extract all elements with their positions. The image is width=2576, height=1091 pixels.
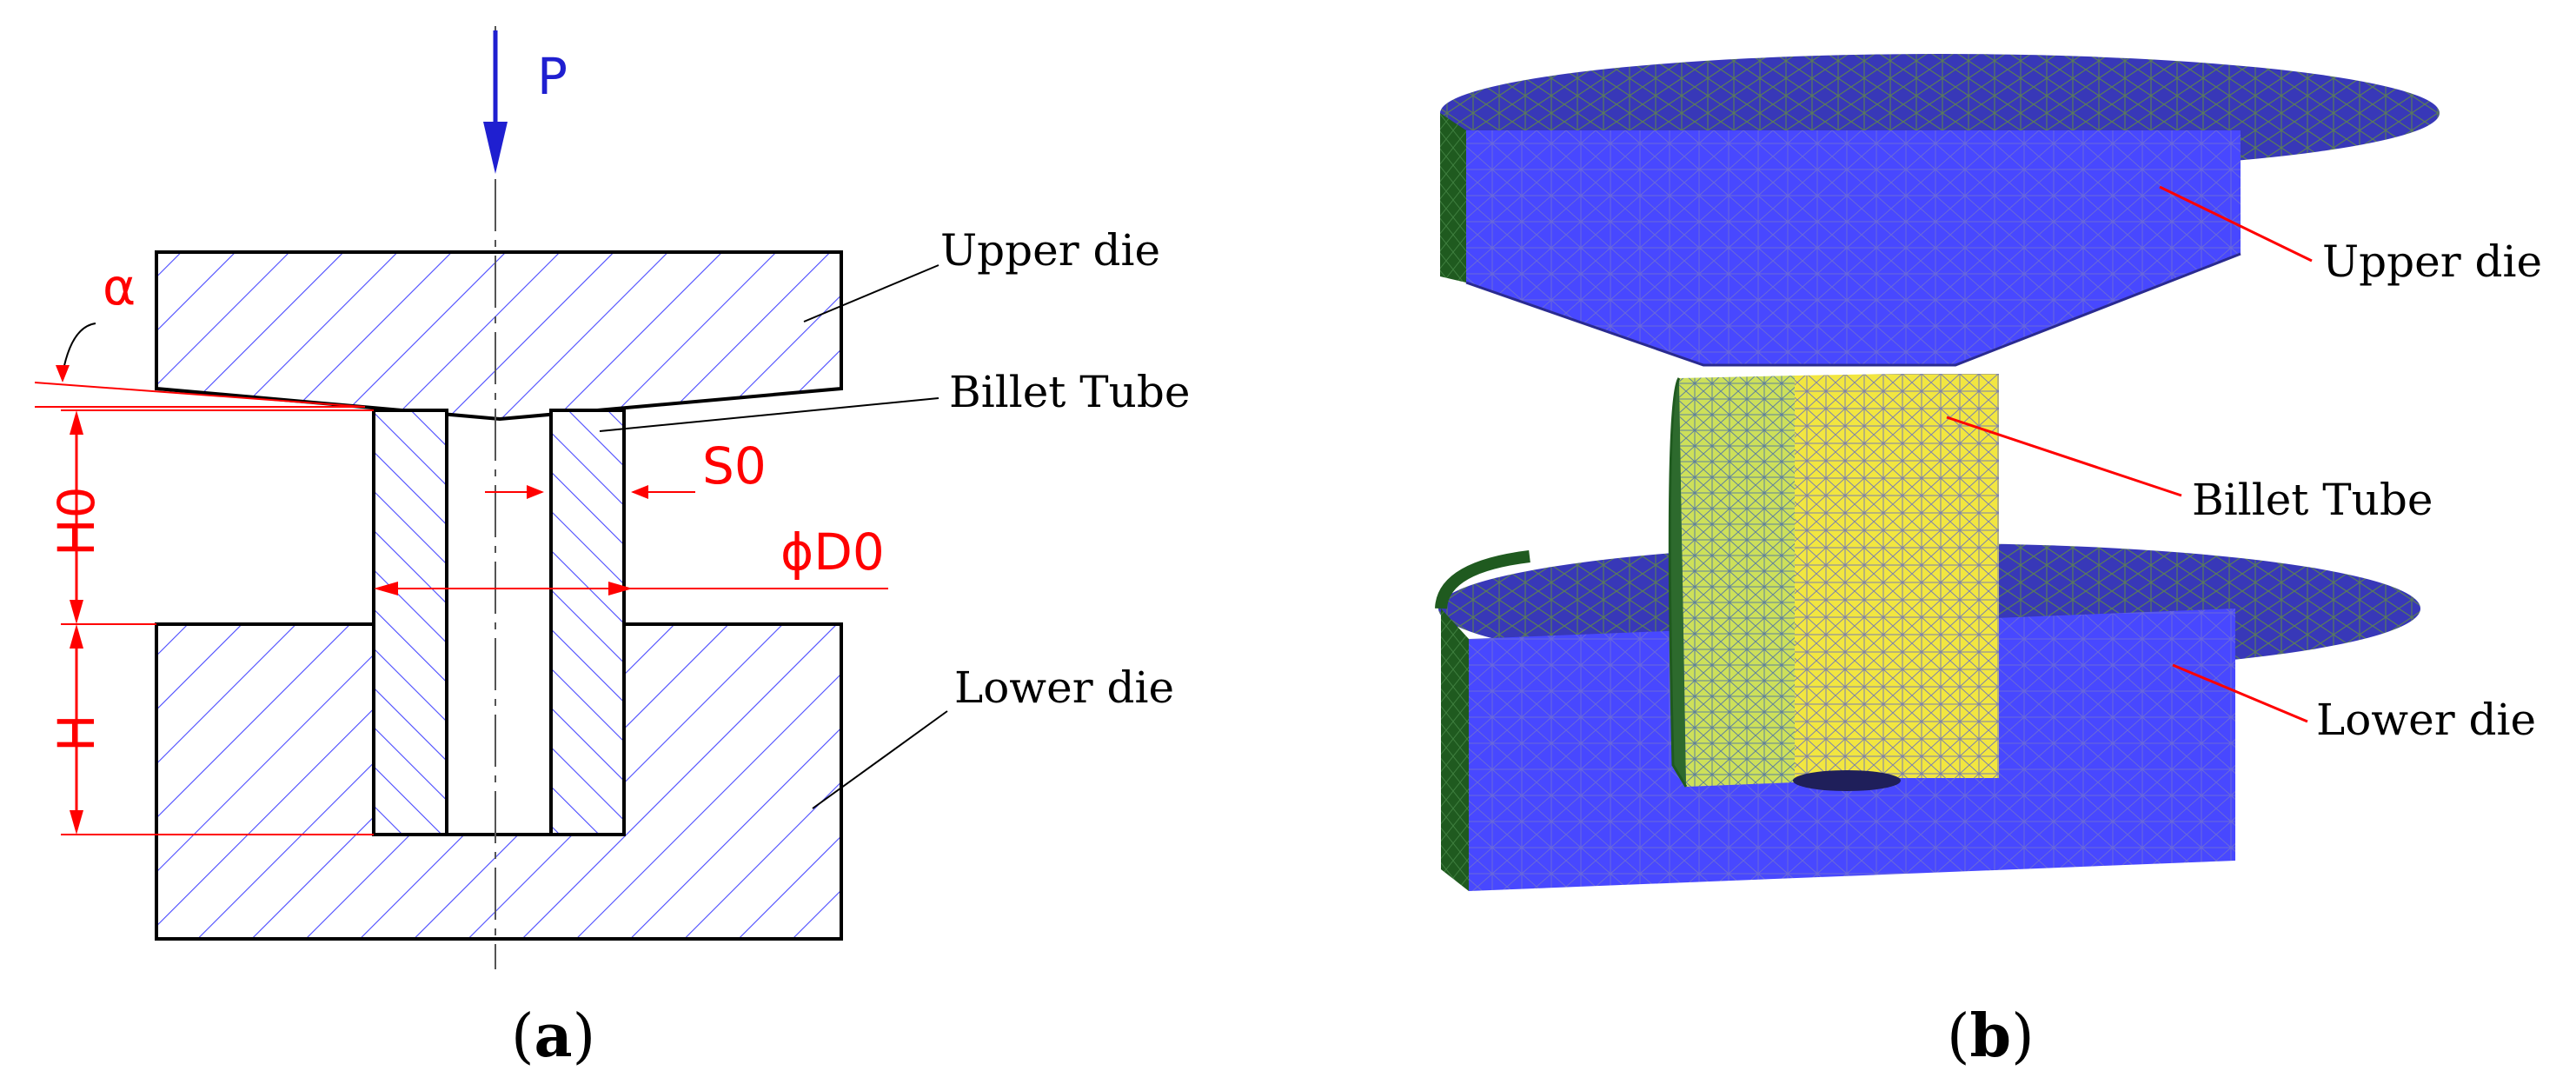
panel-b-mesh-model: Upper die Billet Tube Lower die <box>1435 54 2542 891</box>
lower-die-section <box>155 622 843 941</box>
billet-tube-callout-a: Billet Tube <box>949 367 1190 417</box>
upper-die-leader-a <box>803 264 939 323</box>
angle-label: α <box>103 257 136 316</box>
load-arrow <box>483 30 508 174</box>
outer-diameter-label: ϕD0 <box>780 522 885 582</box>
billet-tube-right-wall <box>549 409 626 836</box>
upper-die-section <box>155 250 843 422</box>
billet-tube-left-wall <box>372 409 448 836</box>
angle-dimension <box>34 323 366 408</box>
lower-die-leader-a <box>812 710 948 809</box>
upper-die-front-face <box>1466 130 2241 365</box>
lower-die-callout-a: Lower die <box>954 662 1174 713</box>
cavity-depth-label: H <box>47 714 106 752</box>
wall-thickness-label: S0 <box>702 436 767 496</box>
billet-tube-outer-right <box>1899 374 1999 778</box>
upper-die-dark-side <box>1440 113 1466 283</box>
billet-tube-bore <box>1795 374 1899 782</box>
billet-tube-leader-a <box>599 397 939 432</box>
billet-tube-leader-b <box>1946 416 2182 497</box>
lower-die-leader-b <box>2172 663 2308 723</box>
panel-b-label: (b) <box>1947 1001 2035 1071</box>
upper-die-leader-b <box>2159 185 2313 263</box>
load-label: P <box>537 47 568 106</box>
lower-die-dark-side <box>1441 609 1469 891</box>
panel-a-drawing: P α H0 H S0 <box>34 26 1190 969</box>
outer-diameter-dimension <box>374 582 888 595</box>
upper-die-callout-b: Upper die <box>2322 236 2542 287</box>
initial-height-dimension <box>61 409 374 625</box>
billet-tube-callout-b: Billet Tube <box>2192 475 2433 525</box>
panel-a-label: (a) <box>511 1001 595 1071</box>
initial-height-label: H0 <box>47 486 106 556</box>
upper-die-callout-a: Upper die <box>940 225 1160 276</box>
cavity-depth-dimension <box>61 624 374 835</box>
lower-die-callout-b: Lower die <box>2316 695 2536 745</box>
billet-tube-outer-left <box>1679 376 1795 787</box>
